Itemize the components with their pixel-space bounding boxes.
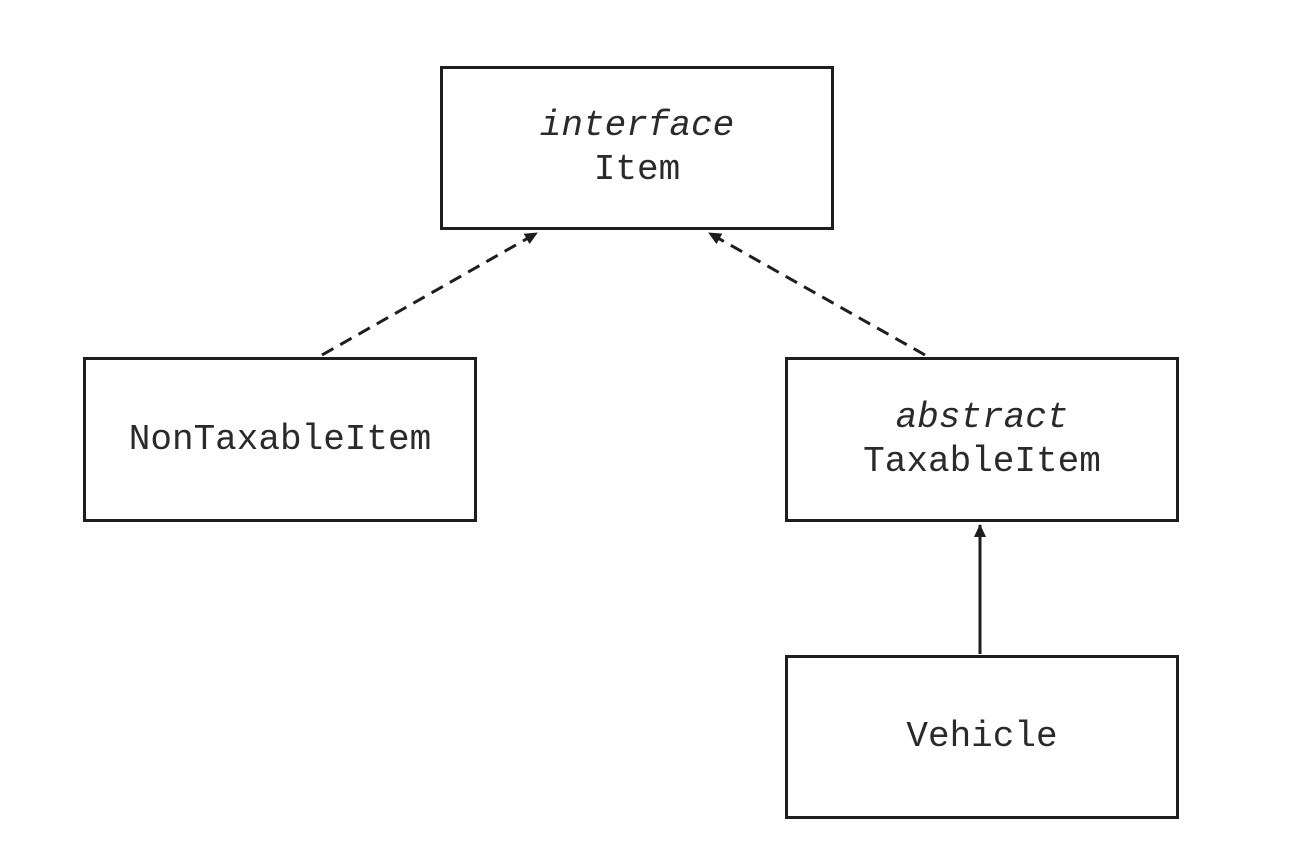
edge-nontaxable-to-item (321, 231, 538, 357)
class-box-item: interface Item (440, 66, 834, 230)
edge-taxable-to-item (708, 231, 926, 357)
item-name: Item (593, 149, 681, 190)
class-box-taxable-item: abstract TaxableItem (785, 357, 1179, 522)
item-stereotype: interface (539, 105, 735, 146)
taxable-item-name: TaxableItem (863, 440, 1101, 482)
taxable-item-stereotype: abstract (895, 396, 1069, 438)
class-box-nontaxable-item: NonTaxableItem (83, 357, 477, 522)
nontaxable-item-name: NonTaxableItem (128, 418, 432, 460)
vehicle-name: Vehicle (906, 716, 1058, 757)
class-box-vehicle: Vehicle (785, 655, 1179, 819)
